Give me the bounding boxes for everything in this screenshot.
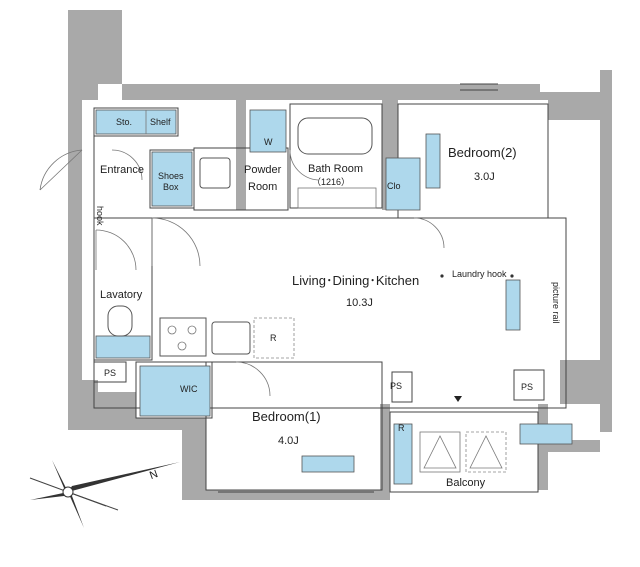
label-ldk-size: 10.3J	[346, 297, 373, 309]
compass-icon	[29, 460, 180, 528]
storage-areas	[95, 109, 573, 485]
label-bedroom1: Bedroom(1)	[252, 409, 321, 424]
label-shoes-box-1: Shoes	[158, 171, 184, 181]
label-bedroom2: Bedroom(2)	[448, 145, 517, 160]
balcony-storage-right	[519, 423, 573, 445]
toilet-powder	[199, 157, 231, 189]
label-picture-rail: picture rail	[551, 282, 561, 324]
toilet-lavatory	[107, 305, 133, 337]
label-washer: W	[264, 137, 273, 147]
closet-storage	[385, 157, 421, 211]
label-laundry-hook: Laundry hook	[452, 269, 507, 279]
refrigerator-space	[253, 317, 295, 359]
sink	[211, 321, 251, 355]
label-storage: Sto.	[116, 117, 133, 127]
label-ps-right: PS	[521, 382, 534, 392]
label-hook: hook	[95, 206, 105, 226]
lavatory-counter	[95, 335, 151, 359]
window-marks	[218, 83, 567, 493]
wic-storage	[139, 365, 211, 417]
shoes-box-storage	[151, 151, 193, 207]
label-ps-left: PS	[104, 368, 117, 378]
label-closet: Clo	[387, 181, 401, 191]
label-bath-size: （1216）	[312, 177, 351, 187]
label-lavatory: Lavatory	[100, 289, 143, 301]
balcony-storage-left	[393, 423, 413, 485]
label-ps-mid: PS	[390, 381, 403, 391]
sto-shelf-storage	[95, 109, 177, 135]
label-bedroom1-size: 4.0J	[278, 435, 299, 447]
label-powder-room-1: Powder	[244, 164, 282, 176]
stove	[159, 317, 207, 357]
label-shelf: Shelf	[150, 117, 171, 127]
label-shoes-box-2: Box	[163, 182, 179, 192]
fixtures	[107, 117, 507, 473]
washer-space	[249, 109, 287, 153]
label-refrigerator: R	[270, 333, 277, 343]
label-ldk: Living･Dining･Kitchen	[292, 273, 420, 288]
bathtub	[297, 117, 373, 155]
label-bath-room: Bath Room	[308, 163, 364, 175]
label-bedroom2-size: 3.0J	[474, 171, 495, 183]
label-balcony: Balcony	[446, 477, 486, 489]
label-wic: WIC	[180, 384, 198, 394]
label-powder-room-2: Room	[248, 181, 278, 193]
label-entrance: Entrance	[100, 164, 145, 176]
label-balcony-r: R	[398, 423, 405, 433]
doors	[39, 149, 445, 397]
